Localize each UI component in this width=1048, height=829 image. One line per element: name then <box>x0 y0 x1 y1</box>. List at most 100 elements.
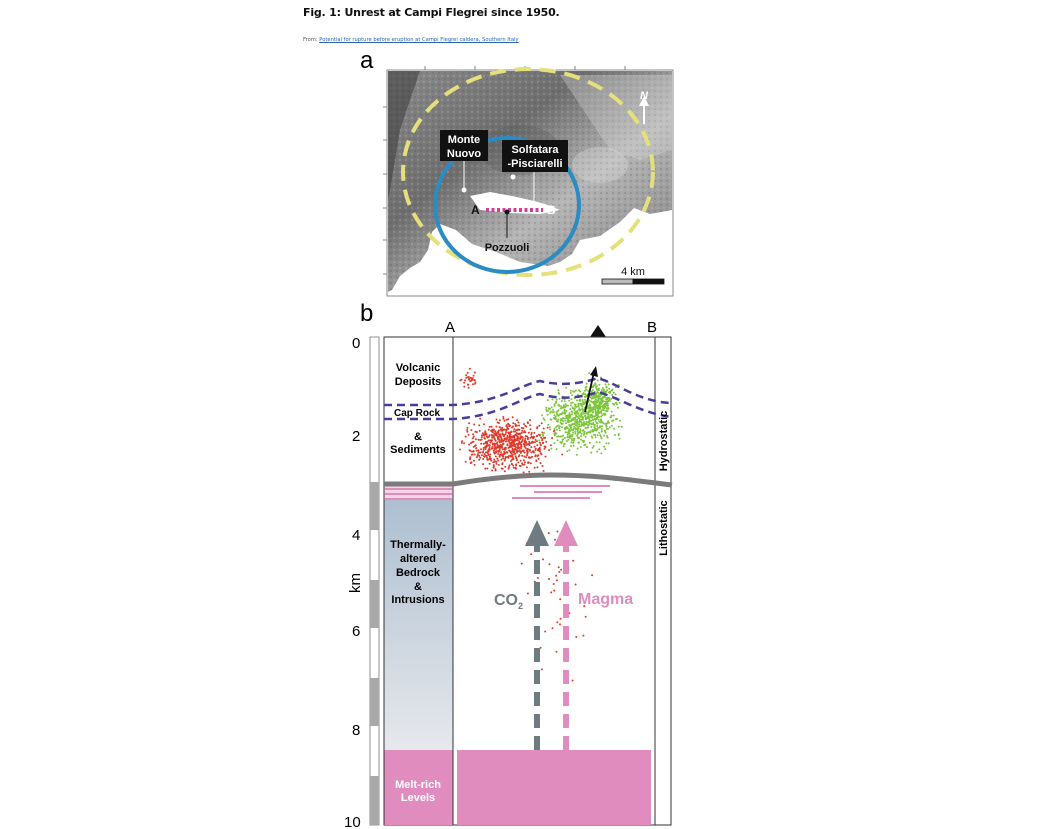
earthquake-dot <box>554 418 557 421</box>
section-end-b: B <box>647 319 657 336</box>
earthquake-dot <box>574 423 577 425</box>
earthquake-dot <box>570 404 572 407</box>
earthquake-dot <box>531 455 533 458</box>
earthquake-dot <box>474 382 476 385</box>
earthquake-dot <box>507 446 510 449</box>
earthquake-dot <box>537 457 540 460</box>
earthquake-dot <box>499 435 502 438</box>
earthquake-dot <box>574 389 577 392</box>
earthquake-dot <box>582 401 585 404</box>
earthquake-dot <box>520 562 523 565</box>
earthquake-dot <box>606 404 609 407</box>
earthquake-dot <box>598 448 601 451</box>
earthquake-dot <box>505 437 508 440</box>
earthquake-dot <box>591 436 594 439</box>
earthquake-dot <box>576 430 579 433</box>
earthquake-dot <box>560 568 563 571</box>
earthquake-dot <box>512 464 515 467</box>
earthquake-dot <box>517 461 520 464</box>
earthquake-dot <box>570 437 573 440</box>
earthquake-dot <box>515 456 518 459</box>
earthquake-dot <box>521 462 524 465</box>
earthquake-dot <box>571 401 574 404</box>
earthquake-dot <box>492 461 495 464</box>
earthquake-dot <box>553 403 556 406</box>
earthquake-dot <box>557 404 560 407</box>
earthquake-dot <box>465 374 468 377</box>
earthquake-dot <box>528 470 531 473</box>
earthquake-dot <box>511 458 514 461</box>
earthquake-dot <box>566 414 569 417</box>
earthquake-dot <box>558 427 561 430</box>
earthquake-dot <box>576 399 578 402</box>
earthquake-dot <box>598 441 601 444</box>
earthquake-dot <box>587 421 590 424</box>
earthquake-dot <box>518 464 521 467</box>
earthquake-dot <box>603 407 606 410</box>
earthquake-dot <box>530 431 533 434</box>
earthquake-dot <box>588 372 591 375</box>
map-scale-bar: 4 km <box>601 266 665 285</box>
earthquake-dot <box>511 456 514 459</box>
earthquake-dot <box>560 422 563 425</box>
earthquake-dot <box>497 459 500 462</box>
earthquake-dot <box>549 411 552 414</box>
earthquake-dot <box>496 445 499 448</box>
earthquake-dot <box>526 454 528 457</box>
earthquake-dot <box>486 442 489 445</box>
earthquake-dot <box>523 463 526 466</box>
earthquake-dot <box>494 447 497 450</box>
earthquake-dot <box>498 444 501 447</box>
earthquake-dot <box>558 425 561 428</box>
earthquake-dot <box>483 453 486 455</box>
earthquake-dot <box>536 434 539 437</box>
earthquake-dot <box>523 423 525 426</box>
earthquake-dot <box>520 443 523 446</box>
earthquake-dot <box>555 402 557 404</box>
earthquake-dot <box>498 440 501 443</box>
earthquake-dot <box>558 429 561 432</box>
earthquake-dot <box>580 435 583 438</box>
earthquake-dot <box>507 440 510 443</box>
earthquake-dot <box>555 426 558 429</box>
earthquake-dot <box>469 442 472 445</box>
earthquake-dot <box>576 447 579 450</box>
earthquake-dot <box>574 410 577 413</box>
earthquake-dot <box>543 445 546 448</box>
earthquake-dot <box>563 408 566 411</box>
co2-label-subscript: 2 <box>518 601 523 611</box>
earthquake-dot <box>588 416 591 419</box>
earthquake-dot <box>595 396 598 399</box>
earthquake-dot <box>590 425 593 428</box>
earthquake-dot <box>538 433 540 436</box>
earthquake-dot <box>563 417 566 420</box>
earthquake-dot <box>537 454 540 457</box>
earthquake-dot <box>605 442 608 445</box>
earthquake-dot <box>575 636 578 638</box>
earthquake-dot <box>549 428 552 431</box>
earthquake-dot <box>461 440 464 443</box>
earthquake-dot <box>521 436 524 438</box>
earthquake-dot <box>610 416 612 419</box>
earthquake-dot <box>594 420 597 423</box>
earthquake-dot <box>540 668 543 671</box>
earthquake-dot <box>598 383 601 386</box>
source-article-link[interactable]: Potential for rupture before eruption at… <box>319 37 519 43</box>
earthquake-dot <box>557 391 560 394</box>
earthquake-dot <box>562 434 564 437</box>
earthquake-dot <box>501 463 504 466</box>
earthquake-dot <box>563 400 566 403</box>
earthquake-dot <box>571 439 574 442</box>
earthquake-dot <box>602 400 605 403</box>
earthquake-dot <box>471 378 474 381</box>
earthquake-dot <box>571 423 574 426</box>
earthquake-dot <box>480 438 483 441</box>
earthquake-dot <box>508 432 510 435</box>
earthquake-dot <box>608 391 611 394</box>
earthquake-dot <box>569 408 572 411</box>
earthquake-dot <box>469 458 472 461</box>
earthquake-dot <box>520 431 523 434</box>
earthquake-dot <box>482 447 485 449</box>
earthquake-dot <box>497 431 500 434</box>
